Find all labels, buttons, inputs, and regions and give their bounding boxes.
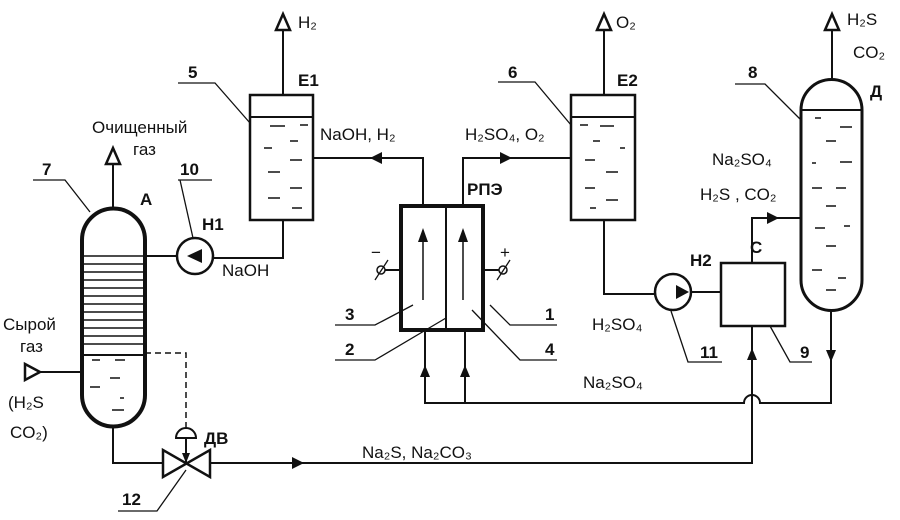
flow-up-arrow-icon <box>420 365 430 377</box>
raw-gas-label-2: газ <box>20 337 43 356</box>
absorber-letter: А <box>140 190 152 209</box>
electrolyzer-rpe: − + РПЭ 1 2 3 4 <box>335 180 557 361</box>
co2-outlet-label: CO₂ <box>853 43 885 62</box>
pump-h1-leader <box>178 179 212 239</box>
pump-h1-number: 10 <box>180 160 199 179</box>
pump-h2-leader <box>670 310 722 363</box>
minus-sign: − <box>371 243 381 262</box>
na2so4-top-label: Na₂SO₄ <box>712 150 772 169</box>
tank-e2-liquid-marks <box>580 124 625 209</box>
na2so4-bottom-label: Na₂SO₄ <box>583 373 643 392</box>
part-1-leader <box>489 304 557 326</box>
tank-e1-letter: Е1 <box>298 71 319 90</box>
mixer-number: 9 <box>800 343 809 362</box>
absorber-liquid-marks <box>90 359 125 411</box>
anode-terminal-icon <box>498 265 508 275</box>
clean-gas-label-2: газ <box>133 140 156 159</box>
flow-up-arrow-icon <box>418 228 428 242</box>
o2-outlet-arrow-icon <box>595 10 613 32</box>
h2s-outlet-label: H₂S <box>847 10 877 29</box>
h2so4-label: H₂SO₄ <box>592 315 642 334</box>
flow-arrow-left-icon <box>370 152 382 164</box>
tank-e2-number: 6 <box>508 63 517 82</box>
flow-arrow-right-icon <box>500 152 512 164</box>
part-4-leader <box>471 309 557 361</box>
part-4-number: 4 <box>545 340 555 359</box>
absorber-plates <box>84 255 143 345</box>
absorber-a: А 7 <box>33 160 152 429</box>
part-2-number: 2 <box>345 340 354 359</box>
flow-up-arrow-icon <box>458 228 468 242</box>
level-control-signal-line <box>145 352 187 428</box>
pump-h1 <box>175 236 215 276</box>
tank1-to-pump1-pipe <box>213 220 284 259</box>
absorber-leader <box>33 179 91 213</box>
cathode-terminal-icon <box>376 265 386 275</box>
flow-arrow-right-icon <box>292 457 304 469</box>
flow-arrow-right-icon <box>767 212 779 224</box>
tank2-to-pump2-pipe <box>603 220 655 295</box>
mixer-to-desorber-pipe <box>751 217 800 263</box>
pump-h1-letter: Н1 <box>202 215 224 234</box>
part-1-number: 1 <box>545 305 554 324</box>
electrolyzer-letter: РПЭ <box>467 180 503 199</box>
pump-h2-number: 11 <box>700 343 718 362</box>
raw-gas-label-1: Сырой <box>3 315 56 334</box>
raw-gas-comp-2: CO₂) <box>10 423 48 442</box>
absorber-drain-pipe <box>112 425 163 464</box>
naoh-label: NaOH <box>222 261 269 280</box>
tank-e1-number: 5 <box>188 63 197 82</box>
pump-h1-arrow-icon <box>187 249 202 263</box>
pump-h2-letter: Н2 <box>690 251 712 270</box>
part-2-leader <box>335 317 447 361</box>
tank-e1 <box>248 93 315 222</box>
absorber-number: 7 <box>42 160 51 179</box>
desorber-letter: Д <box>870 82 882 101</box>
raw-gas-inlet-arrow-icon <box>23 361 43 383</box>
raw-gas-comp-1: (H₂S <box>8 393 44 412</box>
tank-e1-leader <box>178 82 251 124</box>
h2-outlet-label: H₂ <box>298 13 317 32</box>
tank-e1-liquid-marks <box>264 124 308 209</box>
valve-stem-arrow-icon <box>182 453 190 463</box>
mixer-c <box>719 261 787 328</box>
clean-gas-label-1: Очищенный <box>92 118 187 137</box>
o2-outlet-label: O₂ <box>616 13 636 32</box>
h2s-outlet-arrow-icon <box>823 10 841 32</box>
na2s-pipe <box>210 326 753 464</box>
valve-letter: ДВ <box>204 429 228 448</box>
rpe-to-tank1-pipe <box>313 157 424 205</box>
valve-leader <box>118 469 187 512</box>
desorber-number: 8 <box>748 63 757 82</box>
valve-number: 12 <box>122 490 141 509</box>
naoh-h2-label: NaOH, H₂ <box>320 125 396 144</box>
h2-outlet-arrow-icon <box>274 10 292 32</box>
mixer-leader <box>769 325 812 363</box>
part-3-leader <box>335 304 414 326</box>
flow-up-arrow-icon <box>747 348 757 360</box>
desorber-liquid-marks <box>812 117 852 291</box>
part-3-number: 3 <box>345 305 354 324</box>
na2s-na2co3-label: Na₂S, Na₂CO₃ <box>362 443 472 462</box>
tank-e2-letter: Е2 <box>617 71 638 90</box>
desorber-d <box>799 78 864 312</box>
flow-up-arrow-icon <box>460 365 470 377</box>
clean-gas-outlet-arrow-icon <box>104 144 122 166</box>
plus-sign: + <box>500 243 510 262</box>
h2s-co2-label: H₂S , CO₂ <box>700 185 776 204</box>
rpe-to-tank2-pipe <box>462 157 570 206</box>
tank-e2-leader <box>498 81 572 126</box>
control-valve-dv[interactable] <box>161 427 212 480</box>
flow-arrow-down-icon <box>826 350 836 362</box>
pump-h2-arrow-icon <box>676 285 689 299</box>
desorber-leader <box>735 83 802 121</box>
h2so4-o2-label: H₂SO₄, O₂ <box>465 125 545 144</box>
tank-e2 <box>569 93 637 222</box>
mixer-letter: С <box>750 238 762 257</box>
